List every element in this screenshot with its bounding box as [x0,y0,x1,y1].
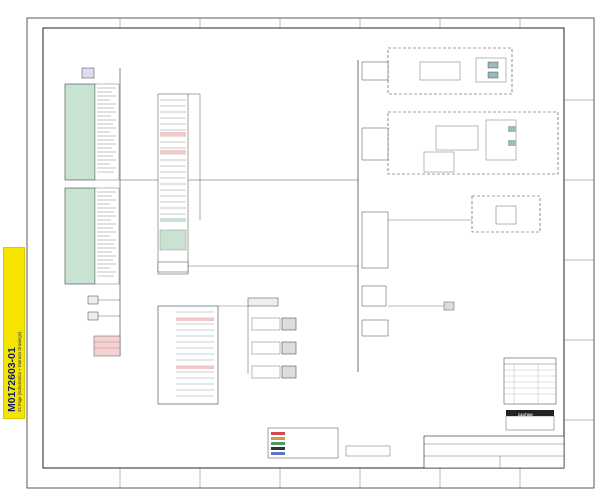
wire-color-legend [267,427,339,459]
left-connector-column [64,67,358,357]
inner-border [42,27,565,469]
center-connector-column [157,93,358,405]
title-block [423,410,565,469]
caution-label: CAUTION [518,413,533,417]
right-subsystem-groups [361,47,559,337]
document-part-number-tag: M0172603-01 24 Page (Schematics + Harnes… [3,247,25,419]
outer-border [26,17,595,489]
parts-table [503,357,557,405]
revision-box [345,445,391,457]
zone-ticks [119,18,594,488]
middle-relay-group [218,297,297,379]
